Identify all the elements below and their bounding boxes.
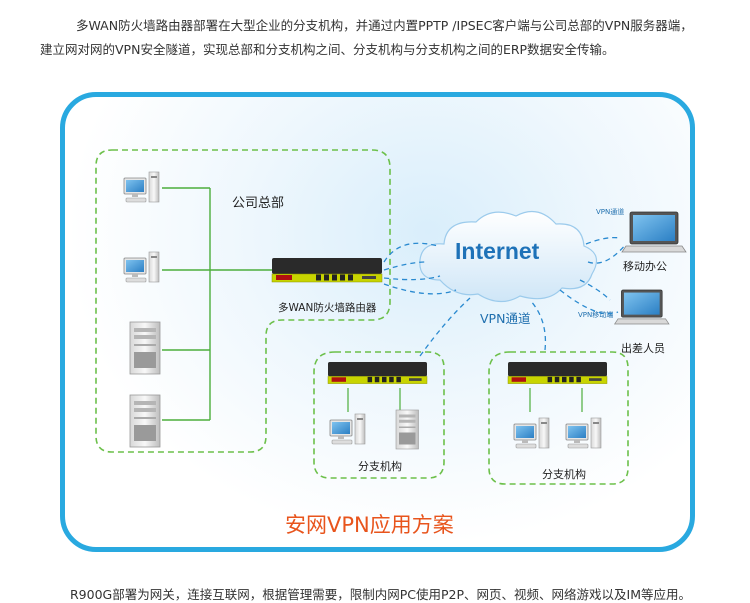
- hq-router: [271, 257, 383, 283]
- branch1-links: [347, 388, 401, 412]
- branch2-pc-2: [565, 417, 602, 449]
- branch2-pc-1: [513, 417, 550, 449]
- bottom-description: R900G部署为网关，连接互联网，根据管理需要，限制内网PC使用P2P、网页、视…: [70, 587, 691, 602]
- business-travel-label: 出差人员: [621, 342, 665, 355]
- business-travel-laptop: [614, 289, 670, 325]
- hq-lan-links: [162, 187, 272, 421]
- branch2-zone-boundary: [488, 351, 629, 485]
- internet-label: Internet: [455, 238, 540, 264]
- intro-line-1: 多WAN防火墙路由器部署在大型企业的分支机构，并通过内置PPTP /IPSEC客…: [76, 18, 693, 33]
- vpn-tunnels: [383, 236, 627, 357]
- vpn-small-label-1: VPN通道: [596, 208, 625, 216]
- vpn-small-label-2: VPN移动端: [578, 311, 614, 319]
- solution-title: 安网VPN应用方案: [285, 513, 454, 537]
- branch1-label: 分支机构: [358, 460, 402, 473]
- branch1-router: [327, 361, 428, 385]
- router-label: 多WAN防火墙路由器: [278, 302, 377, 314]
- diagram-frame: [60, 92, 695, 552]
- intro-line-2: 建立网对网的VPN安全隧道，实现总部和分支机构之间、分支机构与分支机构之间的ER…: [40, 42, 615, 57]
- branch2-router: [507, 361, 608, 385]
- hq-server-2: [129, 394, 161, 448]
- branch1-pc: [329, 413, 366, 445]
- mobile-office-label: 移动办公: [623, 260, 667, 273]
- branch2-label: 分支机构: [542, 468, 586, 481]
- hq-label: 公司总部: [232, 196, 285, 211]
- hq-pc-1: [123, 171, 160, 203]
- mobile-office-laptop: [621, 211, 687, 253]
- branch2-links: [529, 388, 583, 412]
- vpn-tunnel-label: VPN通道: [480, 311, 531, 326]
- internet-cloud: [419, 210, 598, 303]
- branch1-server: [395, 409, 419, 450]
- hq-server-1: [129, 321, 161, 375]
- hq-pc-2: [123, 251, 160, 283]
- intro-text: 多WAN防火墙路由器部署在大型企业的分支机构，并通过内置PPTP /IPSEC客…: [40, 14, 730, 62]
